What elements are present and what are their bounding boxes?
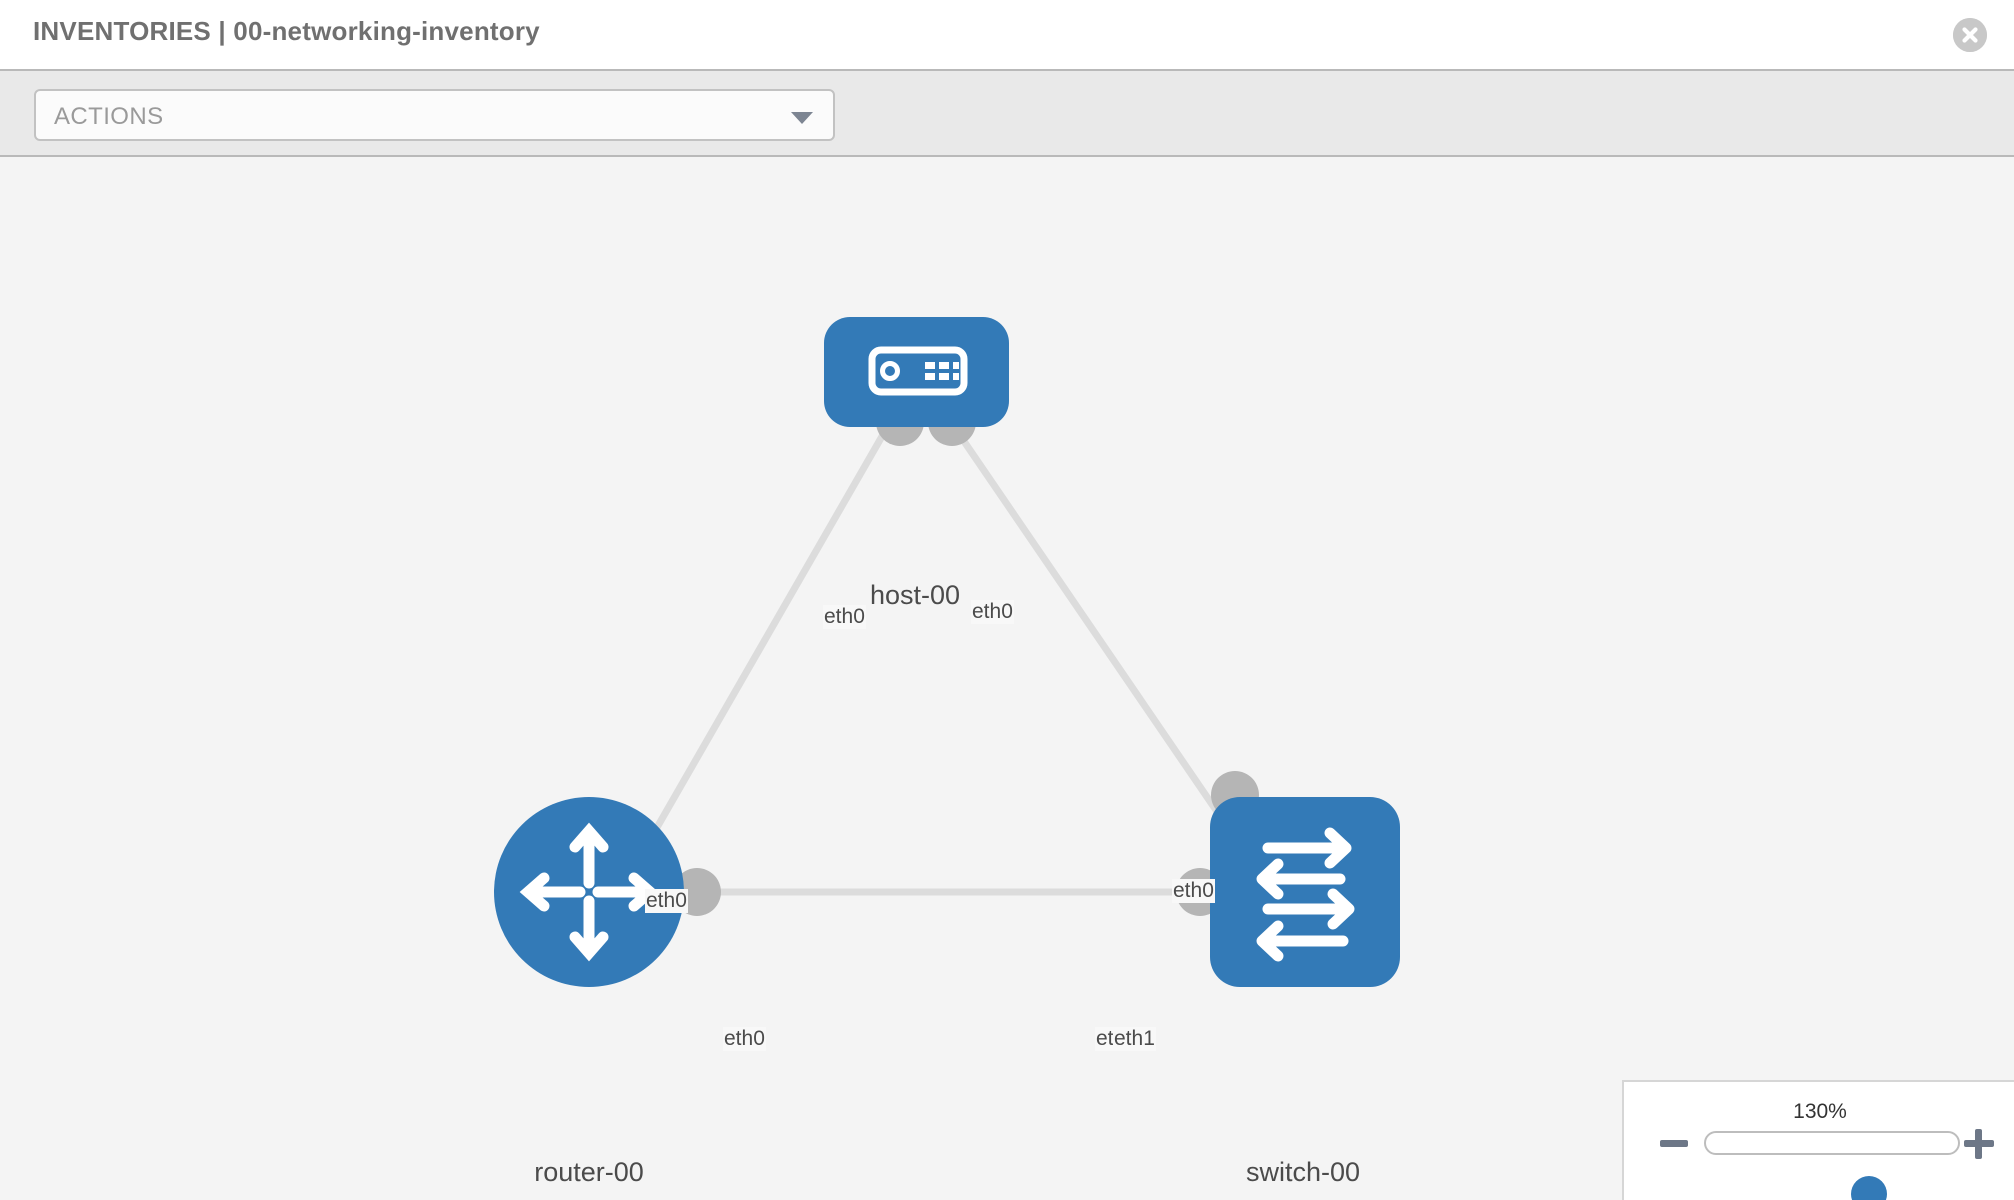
edge-label-host00-switch00-dst: eth0: [1172, 879, 1215, 903]
actions-dropdown[interactable]: ACTIONS: [34, 89, 835, 141]
topology-canvas[interactable]: host-00 router-00 switch-00 eth0 eth0 et…: [0, 157, 2014, 1200]
edge-host00-switch00: [941, 410, 1251, 859]
page-header: INVENTORIES | 00-networking-inventory: [0, 0, 2014, 69]
edge-label-router00-switch00-src: eth0: [723, 1027, 766, 1051]
edge-label-host00-router00-src: eth0: [823, 605, 866, 629]
edge-label-host00-router00-dst: eth0: [645, 889, 688, 913]
edges: [636, 410, 1251, 896]
edge-label-router00-switch00-dst: eth1: [1113, 1027, 1156, 1051]
minus-icon[interactable]: [1660, 1140, 1688, 1147]
connector-nubs: [673, 398, 1259, 916]
zoom-level-label: 130%: [1793, 1100, 1847, 1123]
close-circle-icon: [1953, 18, 1987, 52]
zoom-control-panel: 130%: [1622, 1080, 2014, 1200]
zoom-slider-thumb[interactable]: [1851, 1176, 1887, 1200]
edge-label-host00-switch00-src: eth0: [971, 600, 1014, 624]
node-label-router-00: router-00: [494, 1157, 684, 1188]
chevron-down-icon: [791, 112, 813, 124]
switch-icon: [1256, 827, 1355, 962]
node-switch-00[interactable]: [1210, 797, 1400, 987]
toolbar: ACTIONS SEARCH: [0, 69, 2014, 210]
server-icon: [868, 346, 968, 396]
topology-graph: [494, 317, 1400, 987]
actions-dropdown-label: ACTIONS: [54, 103, 164, 130]
zoom-slider-track[interactable]: [1704, 1131, 1960, 1200]
page-title: INVENTORIES | 00-networking-inventory: [33, 16, 540, 46]
node-label-switch-00: switch-00: [1208, 1157, 1398, 1188]
close-icon[interactable]: [1953, 18, 1987, 52]
node-host-00[interactable]: [824, 317, 1009, 427]
edge-host00-router00: [636, 410, 900, 859]
plus-icon[interactable]: [1964, 1129, 1994, 1159]
